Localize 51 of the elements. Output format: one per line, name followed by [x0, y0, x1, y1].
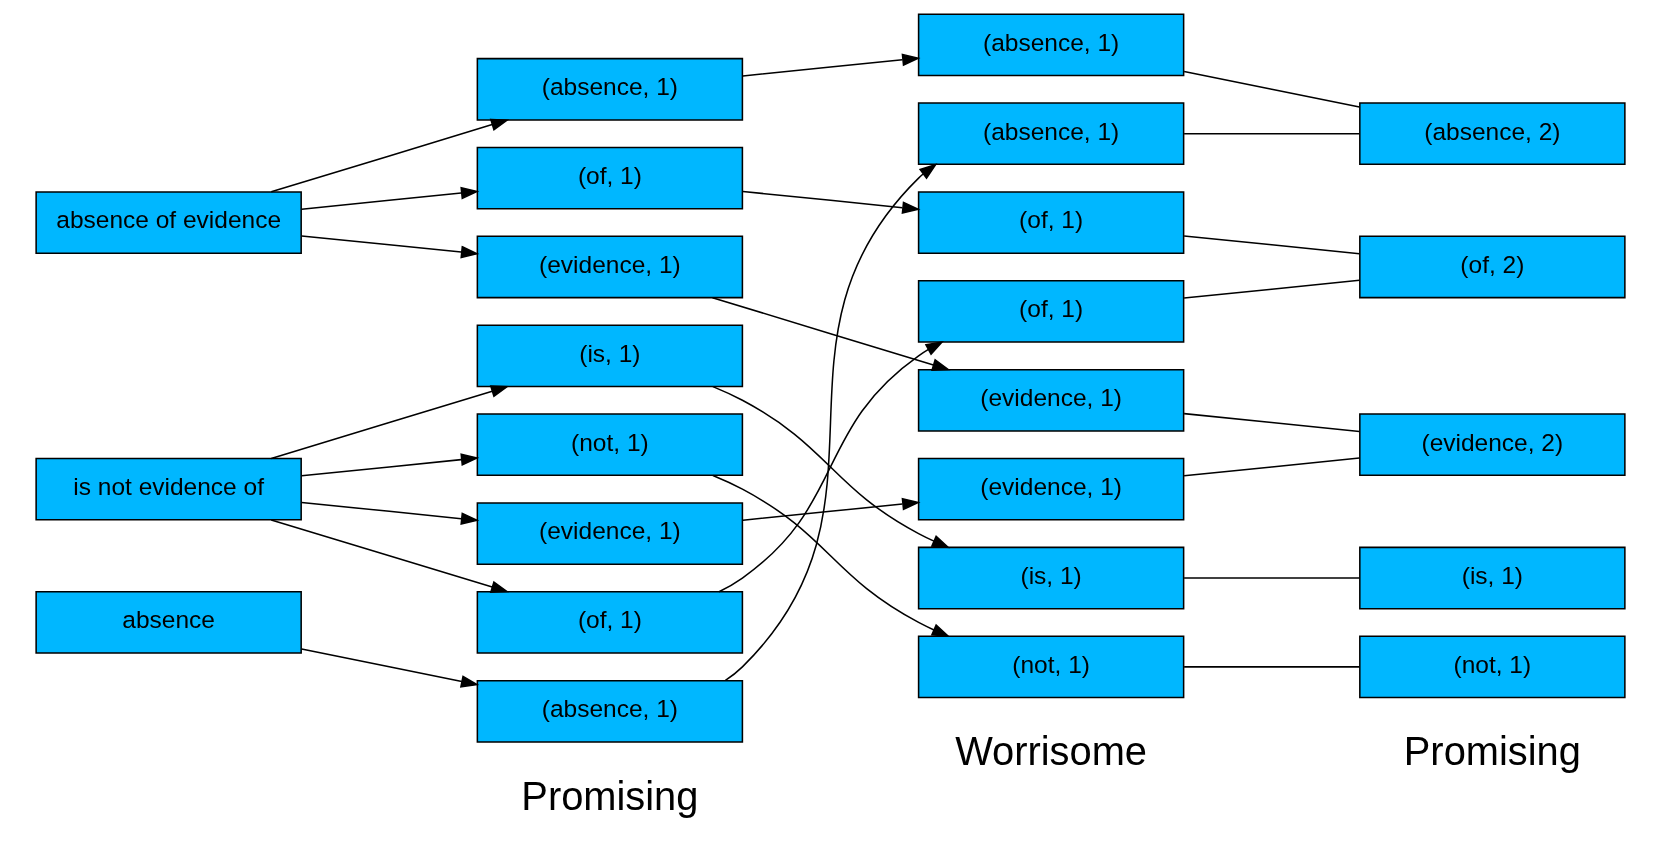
- node-box: (evidence, 1): [476, 235, 743, 299]
- node-box: (absence, 1): [917, 102, 1184, 166]
- node-box: (of, 1): [917, 191, 1184, 254]
- node-box: (evidence, 1): [917, 368, 1184, 432]
- arrow: [724, 163, 937, 682]
- connector: [1182, 70, 1360, 108]
- node-box: (of, 1): [476, 146, 743, 210]
- connector: [1182, 132, 1360, 135]
- arrow: [711, 296, 950, 371]
- arrow: [270, 118, 509, 193]
- connector: [1182, 279, 1360, 299]
- arrow: [300, 186, 479, 210]
- node-box: (absence, 1): [476, 57, 743, 121]
- node-box: (evidence, 2): [1358, 413, 1626, 477]
- connector: [1182, 666, 1360, 668]
- node-box: (is, 1): [1358, 546, 1626, 610]
- arrow: [717, 341, 944, 593]
- node-box: (not, 1): [917, 635, 1184, 699]
- arrow: [741, 497, 920, 521]
- node-box: absence of evidence: [34, 191, 302, 254]
- node-box: (absence, 1): [476, 679, 743, 743]
- connector: [1182, 412, 1360, 433]
- arrow: [270, 385, 509, 460]
- arrow: [300, 648, 479, 688]
- arrow: [741, 190, 920, 215]
- arrow: [741, 53, 920, 77]
- node-box: (is, 1): [917, 546, 1184, 610]
- node-box: (of, 1): [917, 280, 1184, 343]
- node-box: (evidence, 1): [476, 502, 743, 565]
- node-box: (evidence, 1): [917, 457, 1184, 521]
- node-box: (of, 1): [476, 591, 743, 654]
- node-box: (is, 1): [476, 324, 743, 388]
- node-box: (of, 2): [1358, 235, 1626, 299]
- node-box: (not, 1): [476, 413, 743, 477]
- arrow: [300, 235, 479, 259]
- connector: [1182, 235, 1360, 255]
- connector: [1182, 457, 1360, 477]
- node-box: absence: [34, 591, 302, 654]
- arrow: [711, 385, 950, 549]
- arrow: [300, 501, 479, 526]
- label: Promising: [1403, 729, 1581, 774]
- node-box: (absence, 2): [1358, 102, 1626, 166]
- label: Promising: [520, 773, 698, 818]
- arrow: [270, 519, 509, 594]
- node-box: (not, 1): [1358, 635, 1626, 699]
- node-box: (absence, 1): [917, 13, 1184, 77]
- connector: [1182, 577, 1360, 579]
- label: Worrisome: [954, 729, 1147, 774]
- arrow: [711, 474, 950, 637]
- arrow: [300, 453, 479, 477]
- node-box: is not evidence of: [34, 457, 302, 521]
